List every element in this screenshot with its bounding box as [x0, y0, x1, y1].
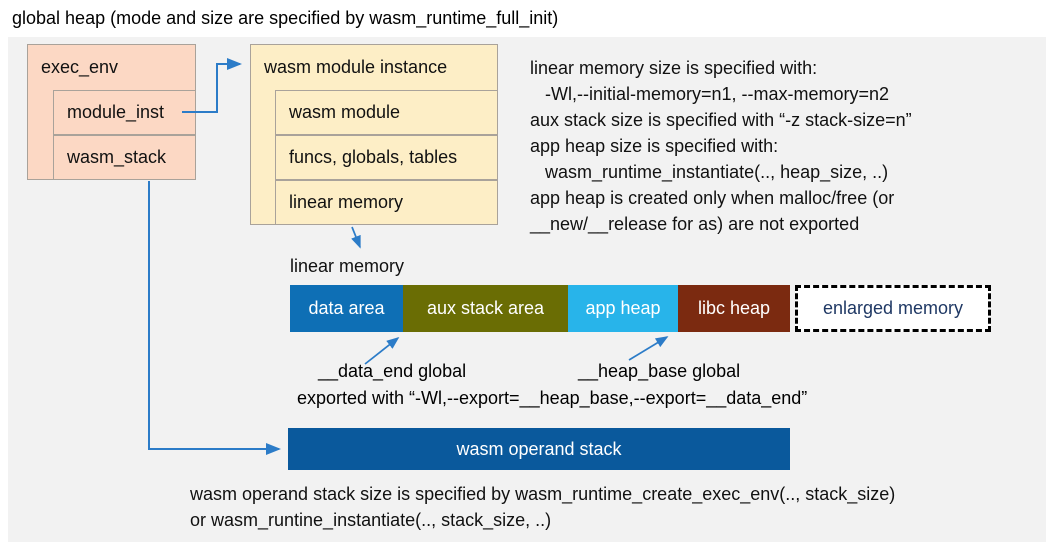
linear-memory-bar-label: linear memory	[290, 256, 405, 276]
note-line: aux stack size is specified with “-z sta…	[530, 110, 912, 130]
segment-enlarged-memory: enlarged memory	[795, 285, 991, 332]
note-line: linear memory size is specified with:	[530, 58, 818, 78]
note-line: -Wl,--initial-memory=n1, --max-memory=n2	[530, 84, 890, 104]
segment-app-heap: app heap	[568, 285, 678, 332]
operand-stack-notes: wasm operand stack size is specified by …	[190, 481, 895, 533]
diagram-title: global heap (mode and size are specified…	[12, 8, 559, 28]
funcs-globals-tables-box: funcs, globals, tables	[275, 135, 498, 180]
exported-with-label: exported with “-Wl,--export=__heap_base,…	[297, 388, 808, 408]
segment-data-area: data area	[290, 285, 403, 332]
note-line: app heap size is specified with:	[530, 136, 779, 156]
wasm-stack-box: wasm_stack	[53, 135, 196, 180]
data-end-global-label: __data_end global	[318, 361, 467, 381]
module-inst-box: module_inst	[53, 90, 196, 135]
note-line: __new/__release for as) are not exported	[530, 214, 860, 234]
wasm-operand-stack-bar: wasm operand stack	[288, 428, 790, 470]
segment-aux-stack-area: aux stack area	[403, 285, 568, 332]
enlarged-memory-label: enlarged memory	[822, 298, 964, 318]
note-line: or wasm_runtine_instantiate(.., stack_si…	[190, 510, 552, 530]
module-instance-label: wasm module instance	[264, 57, 448, 77]
wasm-module-box: wasm module	[275, 90, 498, 135]
segment-libc-heap: libc heap	[678, 285, 790, 332]
heap-base-global-label: __heap_base global	[578, 361, 741, 381]
note-line: wasm_runtime_instantiate(.., heap_size, …	[530, 162, 889, 182]
linear-memory-box: linear memory	[275, 180, 498, 225]
size-notes: linear memory size is specified with: -W…	[530, 55, 912, 237]
exec-env-label: exec_env	[41, 57, 119, 77]
note-line: app heap is created only when malloc/fre…	[530, 188, 895, 208]
note-line: wasm operand stack size is specified by …	[190, 484, 896, 504]
